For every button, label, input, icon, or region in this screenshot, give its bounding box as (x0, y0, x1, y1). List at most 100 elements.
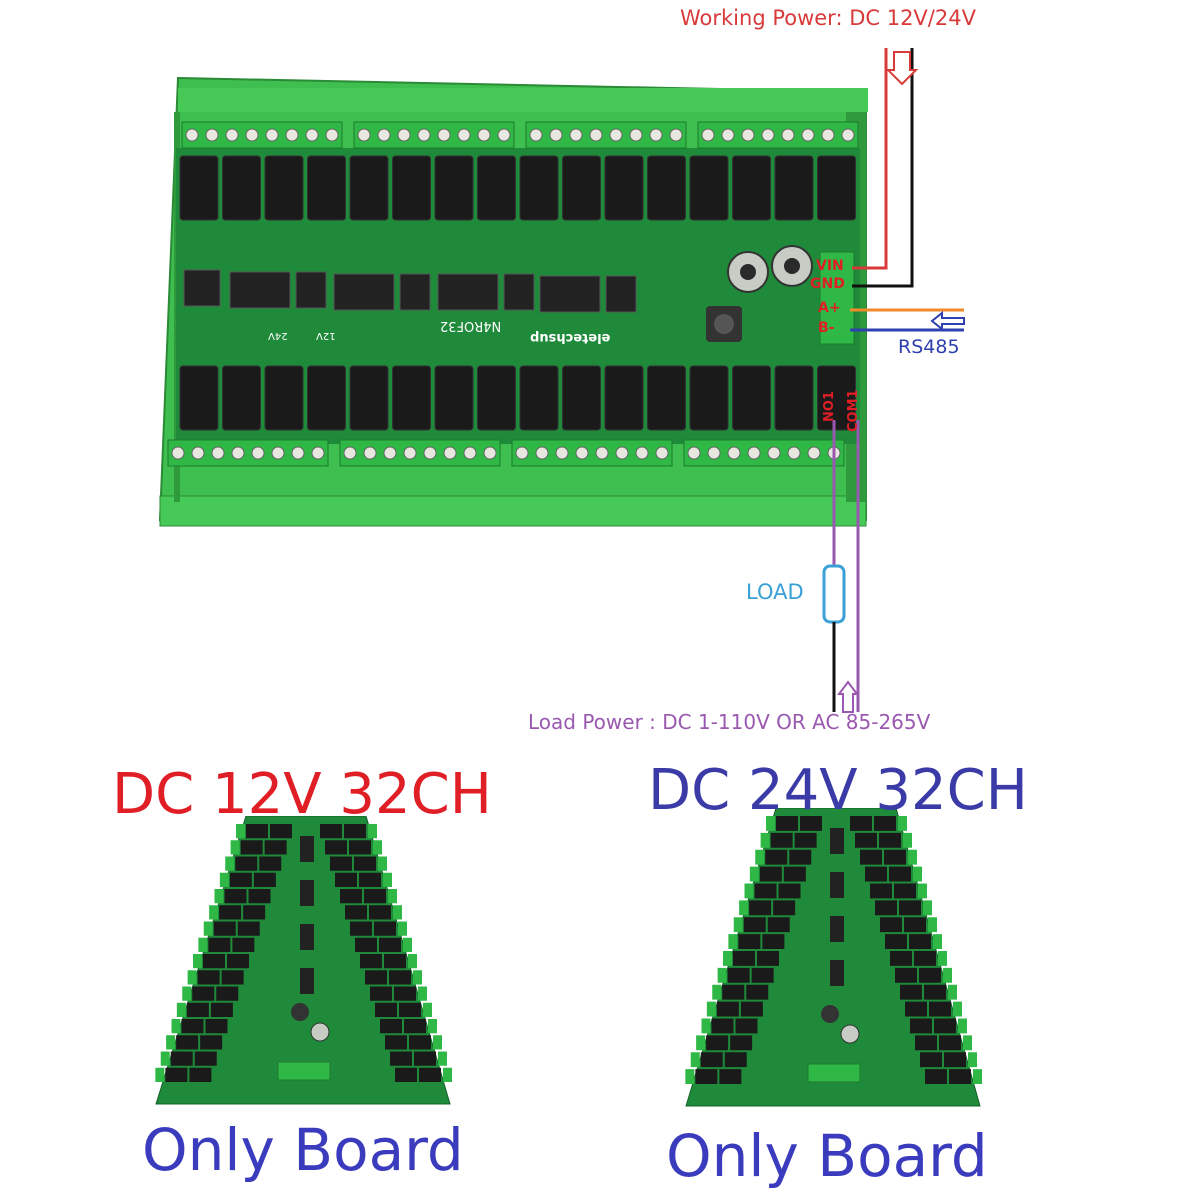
small-terminal (717, 967, 727, 983)
small-relay (399, 1002, 421, 1017)
small-terminal (368, 824, 377, 839)
small-relay (380, 1019, 402, 1034)
small-relay (340, 889, 362, 904)
small-relay (884, 849, 906, 865)
small-terminal (176, 1002, 186, 1017)
small-relay (246, 824, 268, 839)
rs485-wires (850, 308, 965, 332)
terminal-screw (741, 128, 755, 142)
only-board-label-2: Only Board (666, 1122, 988, 1190)
small-relay (925, 1069, 947, 1084)
small-terminal (418, 986, 427, 1001)
com1-label: COM1 (846, 389, 861, 432)
small-terminal (236, 824, 245, 839)
bottom-terminal-blocks (167, 439, 845, 467)
small-relay (404, 1019, 426, 1034)
small-relay (949, 1069, 971, 1084)
small-terminal (723, 951, 732, 966)
small-terminal (744, 883, 754, 899)
small-terminal (913, 866, 922, 882)
small-relay (716, 1001, 739, 1017)
small-relay (789, 849, 812, 865)
small-terminal (203, 921, 213, 936)
small-relay (874, 816, 896, 831)
small-relay (390, 1051, 412, 1066)
terminal-screw (205, 128, 219, 142)
relay (519, 155, 559, 221)
small-relay (706, 1035, 729, 1051)
small-relay (776, 816, 798, 831)
power-arrow-icon (885, 51, 919, 86)
terminal-screw (781, 128, 795, 142)
terminal-screw (707, 446, 721, 460)
relay (604, 155, 644, 221)
small-terminal (958, 1018, 967, 1034)
small-terminal (963, 1035, 972, 1051)
title-12v: DC 12V 32CH (112, 762, 492, 827)
terminal-screw (417, 128, 431, 142)
small-terminal (690, 1052, 700, 1068)
terminal-screw (231, 446, 245, 460)
small-relay (875, 900, 897, 916)
terminal-screw (457, 128, 471, 142)
relay (392, 155, 431, 221)
small-terminal (953, 1001, 962, 1017)
small-relay (365, 970, 387, 985)
small-relay (345, 905, 367, 920)
small-relay (330, 856, 352, 871)
small-relay (360, 954, 382, 969)
small-relay (850, 816, 872, 831)
ic-chip (229, 271, 291, 309)
small-relay (934, 1018, 956, 1034)
small-relay (213, 921, 236, 936)
small-terminal (160, 1051, 170, 1066)
load-arrow-icon (837, 680, 859, 713)
ic-chip (539, 275, 601, 313)
small-relay (359, 872, 381, 887)
small-ic (830, 872, 844, 898)
small-terminal (403, 937, 412, 952)
board-12v-image (155, 816, 452, 1105)
small-terminal (408, 954, 417, 969)
small-relay (778, 883, 801, 899)
small-relay (232, 937, 255, 952)
small-relay (762, 934, 785, 949)
relay (222, 365, 261, 431)
terminal-screw (463, 446, 477, 460)
relay (774, 155, 814, 221)
small-power-terminal (277, 1061, 331, 1081)
small-terminal (908, 849, 917, 865)
small-relay (783, 866, 806, 882)
small-terminal (193, 954, 202, 969)
small-terminal (739, 900, 749, 916)
small-relay (735, 1018, 758, 1034)
ic-chip (333, 273, 395, 311)
terminal-screw (403, 446, 417, 460)
terminal-screw (437, 128, 451, 142)
small-terminal (219, 872, 229, 887)
small-relay (384, 954, 406, 969)
relay (349, 365, 389, 431)
relay (349, 155, 389, 221)
small-relay (855, 832, 877, 848)
small-terminal (968, 1052, 977, 1068)
small-terminal (712, 984, 722, 1000)
small-relay (208, 937, 231, 952)
small-relay (200, 1035, 223, 1050)
small-relay (860, 849, 882, 865)
load-power-label: Load Power : DC 1-110V OR AC 85-265V (528, 710, 931, 734)
small-relay (409, 1035, 431, 1050)
relay (562, 365, 601, 431)
terminal-screw (549, 128, 563, 142)
relay (732, 365, 771, 431)
small-relay (722, 984, 745, 1000)
small-terminal (943, 967, 952, 983)
relay (774, 365, 814, 431)
small-capacitor (310, 1022, 330, 1042)
small-relay (176, 1035, 199, 1050)
terminal-screw (841, 128, 855, 142)
small-relay (738, 934, 761, 949)
small-relay (904, 917, 926, 933)
small-relay (915, 1035, 937, 1051)
relay (604, 365, 644, 431)
